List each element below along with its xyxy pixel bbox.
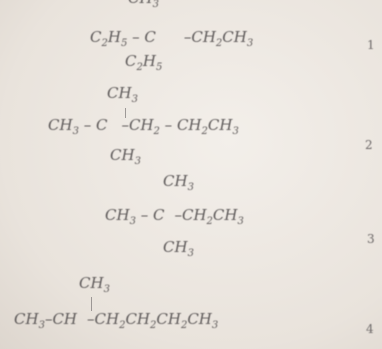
structure-1-top-group: CH3 [128,0,159,10]
structure-4-top-group: CH3 [79,274,110,295]
structure-3-bottom-group: CH3 [163,238,194,259]
structure-3-label: 3 [367,232,375,246]
structure-1-label: 1 [367,38,375,52]
structure-2-top-bond [125,108,126,118]
structure-2-main-chain: CH3 – C–CH2 – CH2CH3 [48,116,239,137]
structure-4-main-chain: CH3–CH–CH2CH2CH2CH3 [14,310,219,331]
structure-2-top-group: CH3 [107,84,138,105]
structure-2-label: 2 [365,138,373,152]
structure-2-bottom-group: CH3 [110,146,141,167]
structure-3-top-group: CH3 [163,172,194,193]
structure-1-bottom-group: C2H5 [125,52,163,73]
structure-4-label: 4 [366,322,374,336]
structure-1-main-chain: C2H5 – C–CH2CH3 [90,28,254,49]
structure-4-top-bond [91,297,92,311]
structure-3-main-chain: CH3 – C–CH2CH3 [105,206,244,227]
